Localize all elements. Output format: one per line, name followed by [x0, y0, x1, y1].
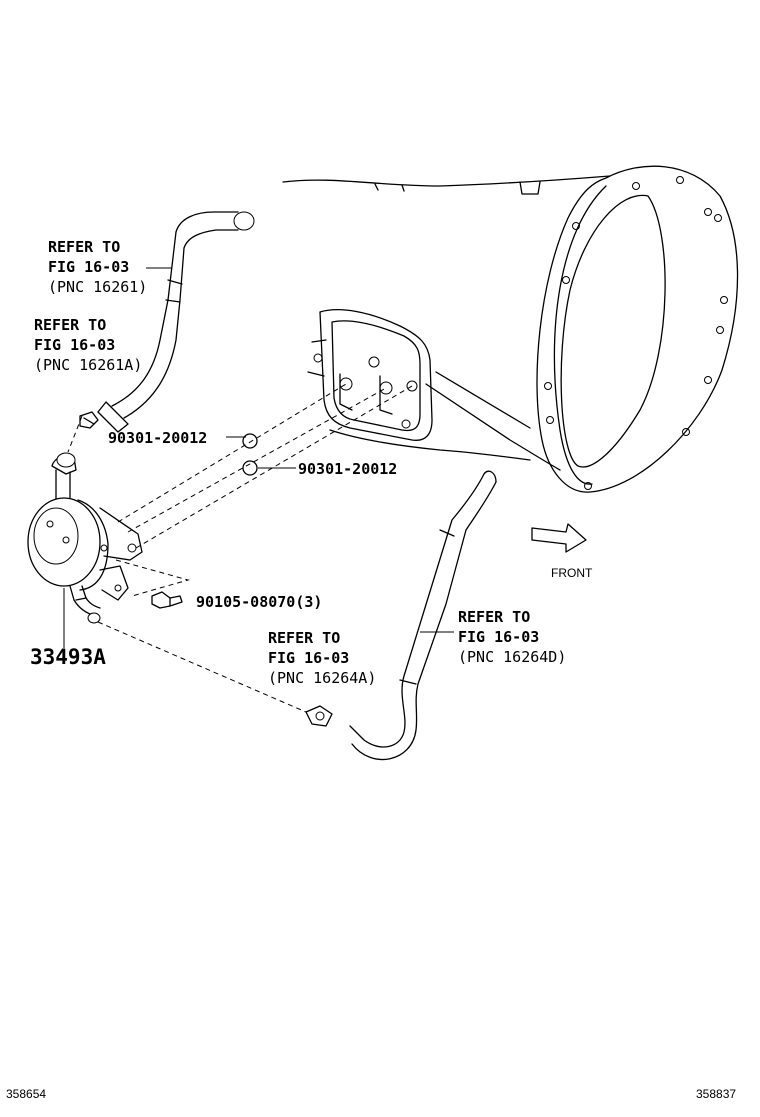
- part-number-o-ring-lower: 90301-20012: [298, 460, 397, 478]
- footer-right-code: 358837: [696, 1087, 736, 1101]
- oil-cooler: [27, 452, 143, 624]
- hose-clamp-lower: [305, 705, 333, 727]
- label-refer-16261a: REFER TO FIG 16-03 (PNC 16261A): [34, 316, 142, 374]
- part-number-bolt: 90105-08070(3): [196, 593, 322, 611]
- mounting-pad: [307, 309, 433, 441]
- part-number-o-ring-upper: 90301-20012: [108, 429, 207, 447]
- part-number-oil-cooler: 33493A: [30, 645, 106, 669]
- refer-16264d-line1: REFER TO: [458, 608, 530, 626]
- refer-16261a-line1: REFER TO: [34, 316, 106, 334]
- refer-16264a-line2: FIG 16-03: [268, 649, 349, 667]
- refer-16264d-line2: FIG 16-03: [458, 628, 539, 646]
- label-refer-16261: REFER TO FIG 16-03 (PNC 16261): [48, 238, 147, 296]
- footer-left-code: 358654: [6, 1087, 46, 1101]
- refer-16264d-line3: (PNC 16264D): [458, 648, 566, 666]
- refer-16261-line1: REFER TO: [48, 238, 120, 256]
- dashed-alignment-lines: [67, 383, 413, 713]
- refer-16261-line2: FIG 16-03: [48, 258, 129, 276]
- front-label: FRONT: [551, 566, 593, 580]
- o-ring-lower: [242, 460, 258, 476]
- bolt: [151, 591, 183, 609]
- refer-16264a-line1: REFER TO: [268, 629, 340, 647]
- leader-lines: [63, 267, 454, 648]
- refer-16261a-line3: (PNC 16261A): [34, 356, 142, 374]
- label-refer-16264a: REFER TO FIG 16-03 (PNC 16264A): [268, 629, 376, 687]
- transmission-housing: [282, 165, 739, 493]
- front-arrow-icon: [531, 523, 587, 553]
- upper-hose: [97, 211, 255, 433]
- label-refer-16264d: REFER TO FIG 16-03 (PNC 16264D): [458, 608, 566, 666]
- hose-clamp-upper: [79, 411, 99, 429]
- refer-16261-line3: (PNC 16261): [48, 278, 147, 296]
- refer-16261a-line2: FIG 16-03: [34, 336, 115, 354]
- o-ring-upper: [242, 433, 258, 449]
- refer-16264a-line3: (PNC 16264A): [268, 669, 376, 687]
- lower-hose: [349, 470, 497, 761]
